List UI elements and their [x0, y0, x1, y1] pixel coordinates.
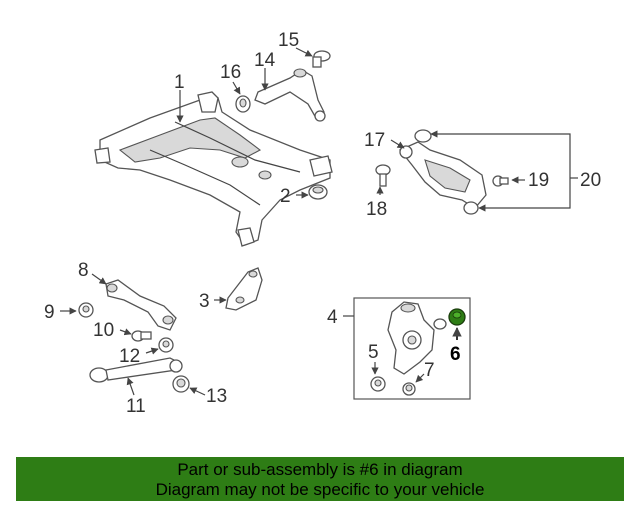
fitment-banner: Part or sub-assembly is #6 in diagram Di… [16, 457, 624, 501]
link-washer[interactable] [158, 337, 174, 353]
lower-control-arm[interactable] [398, 141, 487, 209]
lower-arm-bushing-rear[interactable] [463, 201, 479, 215]
lateral-link-bushing[interactable] [78, 302, 94, 318]
lower-arm-bolt[interactable] [375, 164, 391, 187]
callout-9: 9 [44, 302, 55, 323]
callout-20: 20 [580, 170, 601, 191]
banner-line-1: Part or sub-assembly is #6 in diagram [177, 460, 463, 479]
callout-18: 18 [366, 199, 387, 220]
upper-arm-bushing[interactable] [235, 95, 251, 113]
callout-6: 6 [450, 344, 461, 365]
callout-13: 13 [206, 386, 227, 407]
callout-11: 11 [126, 396, 146, 417]
rear-link-rod[interactable] [89, 357, 183, 383]
callout-10: 10 [93, 320, 114, 341]
subframe-crossmember[interactable] [94, 91, 333, 247]
link-bracket[interactable] [225, 267, 263, 311]
lower-arm-nut[interactable] [492, 175, 509, 187]
callout-5: 5 [368, 342, 379, 363]
callout-7: 7 [424, 360, 435, 381]
callout-15: 15 [278, 30, 299, 51]
parts-diagram: 1 2 14 15 16 17 18 [44, 30, 601, 417]
highlighted-bushing-6[interactable] [448, 308, 466, 326]
callout-1: 1 [174, 72, 185, 93]
callout-17: 17 [364, 130, 385, 151]
callout-4: 4 [327, 307, 338, 328]
subframe-bushing[interactable] [308, 184, 328, 200]
knuckle-assembly-box [353, 297, 471, 400]
rear-link-bushing[interactable] [172, 375, 190, 393]
callout-16: 16 [220, 62, 241, 83]
upper-control-arm[interactable] [254, 68, 326, 122]
banner-line-2: Diagram may not be specific to your vehi… [155, 480, 485, 499]
steering-knuckle[interactable] [387, 301, 447, 375]
callout-19: 19 [528, 170, 549, 191]
lateral-link-bolt[interactable] [131, 330, 152, 342]
callout-2: 2 [280, 186, 291, 207]
callout-12: 12 [119, 346, 140, 367]
callout-14: 14 [254, 50, 276, 71]
lateral-link[interactable] [105, 279, 177, 331]
knuckle-bushing-5[interactable] [370, 376, 386, 392]
callout-8: 8 [78, 260, 89, 281]
knuckle-bushing-7[interactable] [402, 382, 416, 396]
upper-arm-bolt[interactable] [312, 50, 331, 68]
lower-arm-bushing-front[interactable] [414, 129, 432, 143]
callout-3: 3 [199, 291, 210, 312]
